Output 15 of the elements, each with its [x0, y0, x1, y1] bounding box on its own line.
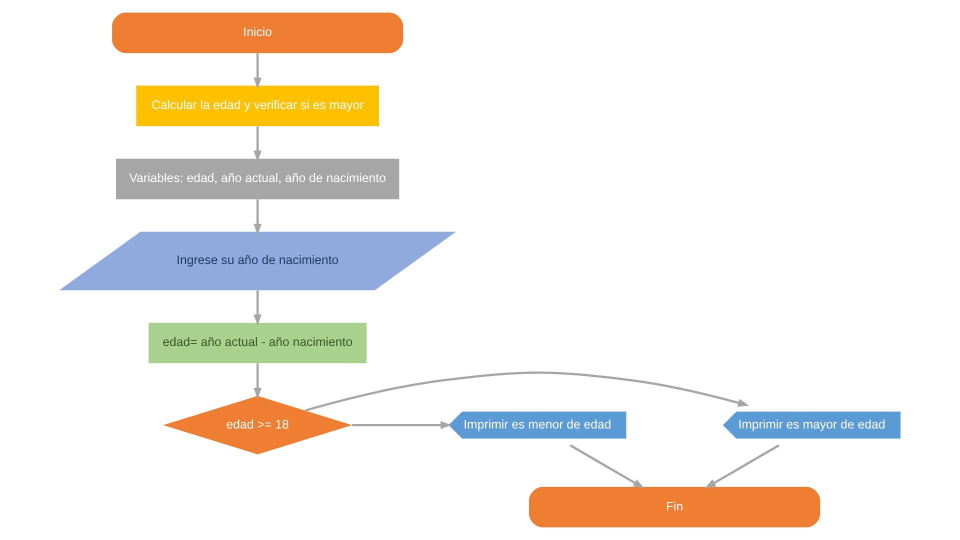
arrow	[254, 126, 262, 162]
arrow	[254, 364, 262, 400]
arrow	[704, 444, 780, 489]
node-box: Variables: edad, año actual, año de nacimiento	[116, 158, 400, 200]
node-box: Fin	[529, 486, 820, 528]
arrow	[352, 421, 452, 430]
node-diamond: edad >= 18	[163, 396, 352, 454]
arrow	[305, 371, 750, 412]
node-box: Inicio	[112, 12, 404, 54]
arrow	[254, 53, 262, 89]
node-box: edad= año actual - año nacimiento	[148, 322, 367, 364]
arrow	[570, 444, 644, 489]
arrow	[254, 199, 262, 236]
arrow	[254, 290, 262, 326]
node-box: Calcular la edad y verificar si es mayor	[136, 86, 379, 126]
